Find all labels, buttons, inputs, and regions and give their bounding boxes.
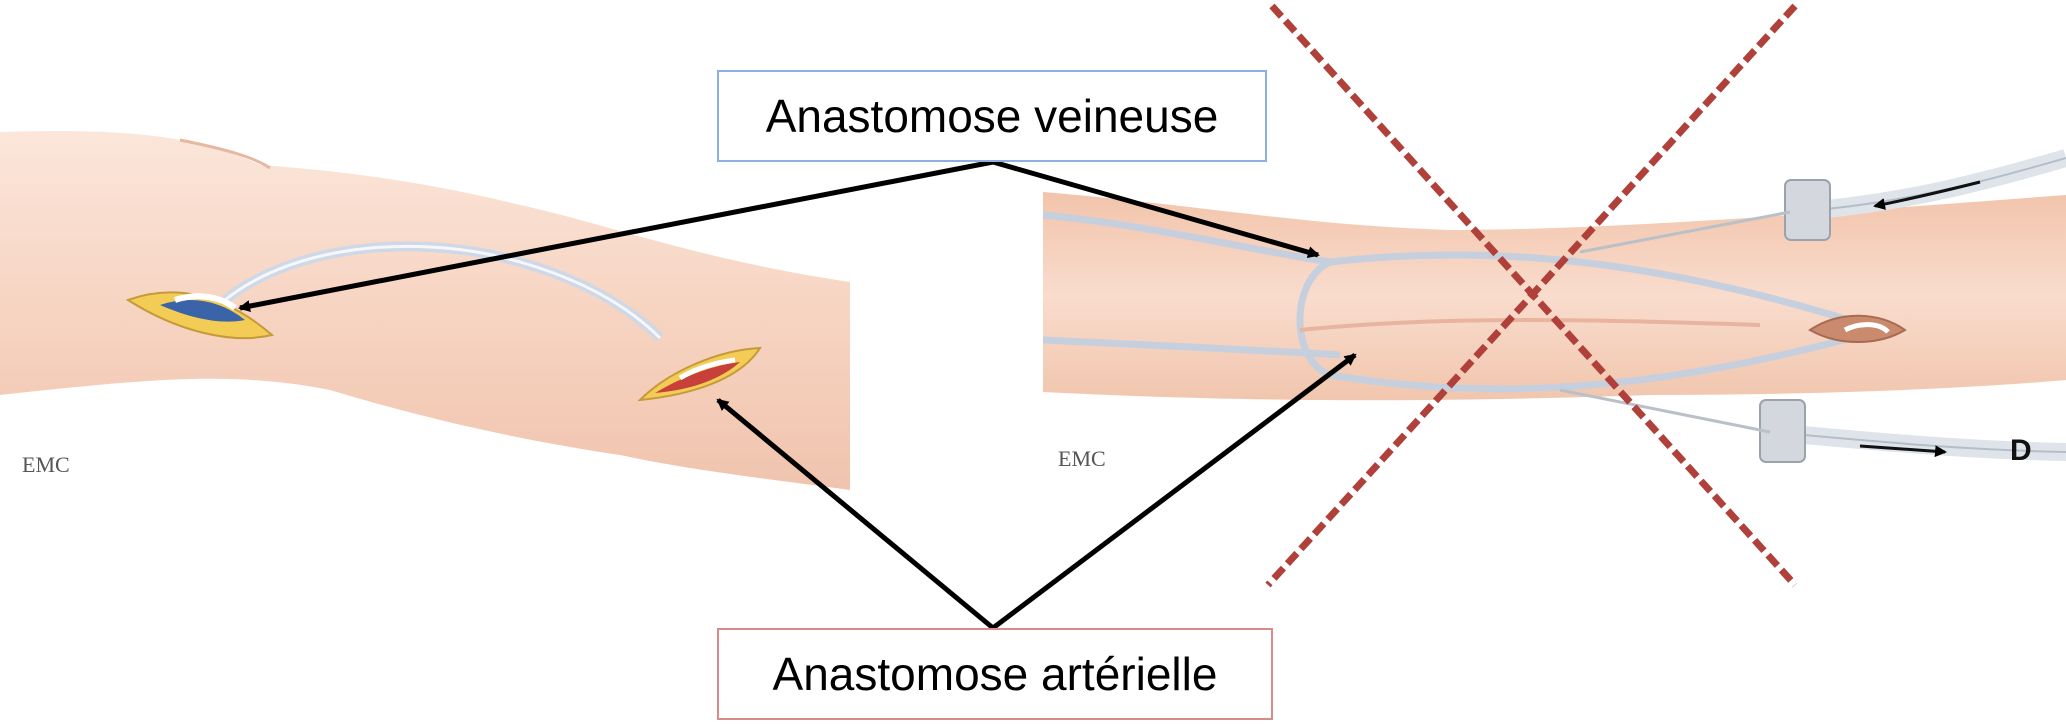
arterial-arrow-left: [718, 400, 993, 628]
left-arm-skin: [0, 131, 850, 490]
lower-cannula: [1560, 390, 2066, 462]
right-forearm-illustration: EMC D: [1043, 158, 2066, 471]
left-forearm-illustration: EMC: [0, 131, 850, 490]
arterial-anastomosis-text: Anastomose artérielle: [773, 647, 1218, 701]
right-emc-watermark: EMC: [1058, 446, 1106, 471]
left-emc-watermark: EMC: [22, 452, 70, 477]
venous-anastomosis-label: Anastomose veineuse: [717, 70, 1267, 162]
panel-letter-d: D: [2010, 434, 2032, 467]
arterial-anastomosis-label: Anastomose artérielle: [717, 628, 1273, 720]
venous-anastomosis-text: Anastomose veineuse: [766, 89, 1219, 143]
right-arm-skin: [1043, 192, 2066, 400]
